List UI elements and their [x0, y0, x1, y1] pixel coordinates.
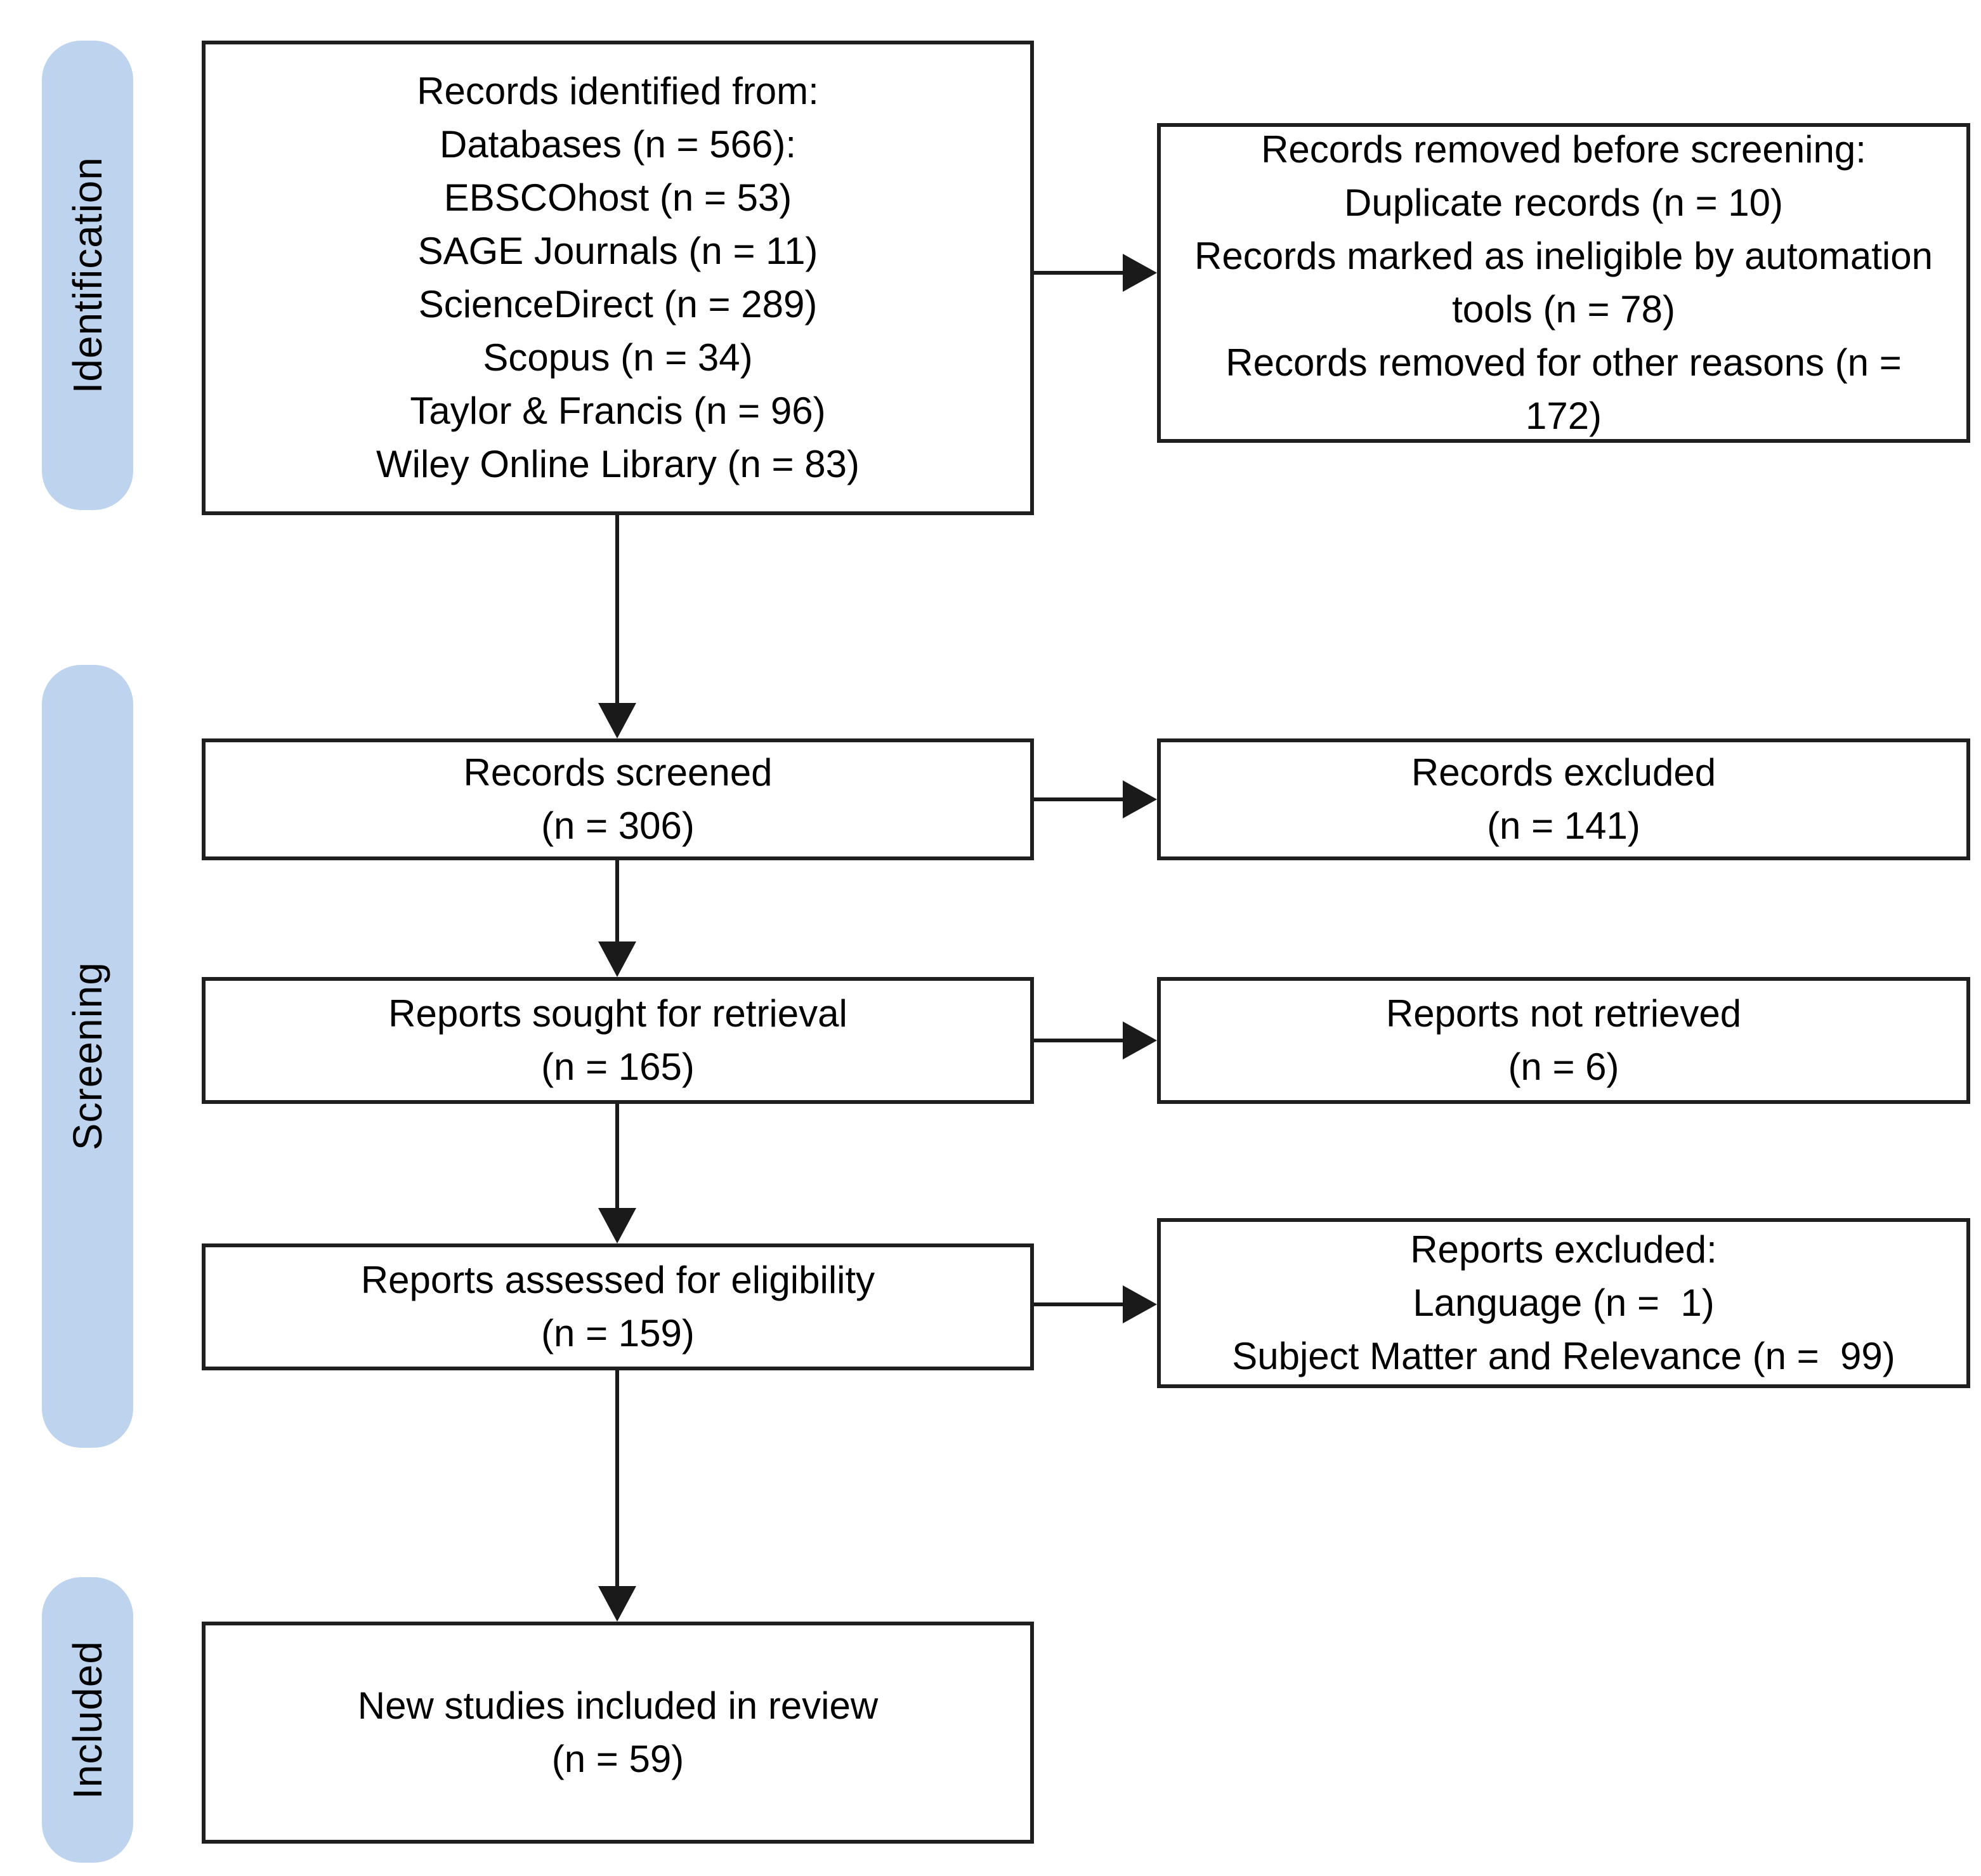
stage-identification: Identification — [42, 41, 133, 510]
arrow-assessed-to-reports-excluded-stem — [1034, 1302, 1123, 1306]
box-line: (n = 159) — [541, 1312, 695, 1355]
box-line: Reports sought for retrieval — [388, 992, 847, 1035]
arrow-right-icon — [1123, 1285, 1157, 1323]
arrow-sought-to-assessed-stem — [615, 1104, 619, 1209]
box-line: EBSCOhost (n = 53) — [443, 176, 792, 219]
box-line: (n = 165) — [541, 1046, 695, 1088]
stage-identification-label: Identification — [65, 157, 110, 394]
arrow-down-icon — [598, 1586, 636, 1622]
box-line: Taylor & Francis (n = 96) — [410, 390, 826, 432]
arrow-down-icon — [598, 1208, 636, 1243]
box-line: Reports not retrieved — [1385, 992, 1742, 1035]
arrow-identified-to-screened-stem — [615, 515, 619, 707]
box-line: Duplicate records (n = 10) — [1344, 181, 1783, 224]
box-line: (n = 306) — [541, 804, 695, 847]
box-line: Records excluded — [1411, 751, 1716, 794]
arrow-assessed-to-included-stem — [615, 1370, 619, 1587]
box-line: (n = 141) — [1487, 804, 1640, 847]
box-line: 172) — [1525, 395, 1602, 437]
box-line: New studies included in review — [357, 1684, 879, 1727]
box-records-screened: Records screened (n = 306) — [202, 738, 1034, 860]
arrow-right-icon — [1123, 254, 1157, 292]
box-line: tools (n = 78) — [1452, 288, 1675, 331]
box-line: Records identified from: — [417, 70, 819, 112]
box-line: Reports assessed for eligibility — [360, 1259, 875, 1301]
stage-screening: Screening — [42, 665, 133, 1448]
box-new-studies-included: New studies included in review (n = 59) — [202, 1622, 1034, 1844]
box-line: Records marked as ineligible by automati… — [1194, 235, 1933, 277]
box-line: SAGE Journals (n = 11) — [417, 230, 818, 272]
box-line: (n = 6) — [1508, 1046, 1619, 1088]
box-line: Language (n = 1) — [1413, 1282, 1715, 1324]
box-records-identified: Records identified from: Databases (n = … — [202, 41, 1034, 515]
box-records-excluded: Records excluded (n = 141) — [1157, 738, 1970, 860]
arrow-sought-to-not-retrieved-stem — [1034, 1039, 1123, 1042]
box-line: Scopus (n = 34) — [483, 336, 753, 379]
box-line: Records screened — [463, 751, 773, 794]
box-line: (n = 59) — [551, 1738, 684, 1780]
box-line: ScienceDirect (n = 289) — [418, 283, 818, 325]
box-line: Records removed for other reasons (n = — [1226, 341, 1902, 384]
arrow-right-icon — [1123, 1021, 1157, 1059]
arrow-identified-to-removed-stem — [1034, 271, 1123, 275]
box-line: Reports excluded: — [1410, 1228, 1717, 1271]
box-line: Subject Matter and Relevance (n = 99) — [1232, 1335, 1895, 1377]
stage-screening-label: Screening — [65, 962, 110, 1151]
box-records-removed-before-screening: Records removed before screening: Duplic… — [1157, 123, 1970, 443]
arrow-screened-to-sought-stem — [615, 860, 619, 943]
stage-included-label: Included — [65, 1641, 110, 1799]
box-line: Databases (n = 566): — [439, 123, 796, 166]
box-line: Records removed before screening: — [1261, 128, 1866, 171]
box-reports-assessed: Reports assessed for eligibility (n = 15… — [202, 1243, 1034, 1370]
box-reports-sought: Reports sought for retrieval (n = 165) — [202, 977, 1034, 1104]
arrow-right-icon — [1123, 780, 1157, 818]
stage-included: Included — [42, 1577, 133, 1863]
arrow-screened-to-excluded-stem — [1034, 797, 1123, 801]
arrow-down-icon — [598, 703, 636, 738]
box-reports-excluded: Reports excluded: Language (n = 1) Subje… — [1157, 1218, 1970, 1388]
box-reports-not-retrieved: Reports not retrieved (n = 6) — [1157, 977, 1970, 1104]
box-line: Wiley Online Library (n = 83) — [376, 443, 860, 485]
arrow-down-icon — [598, 941, 636, 977]
